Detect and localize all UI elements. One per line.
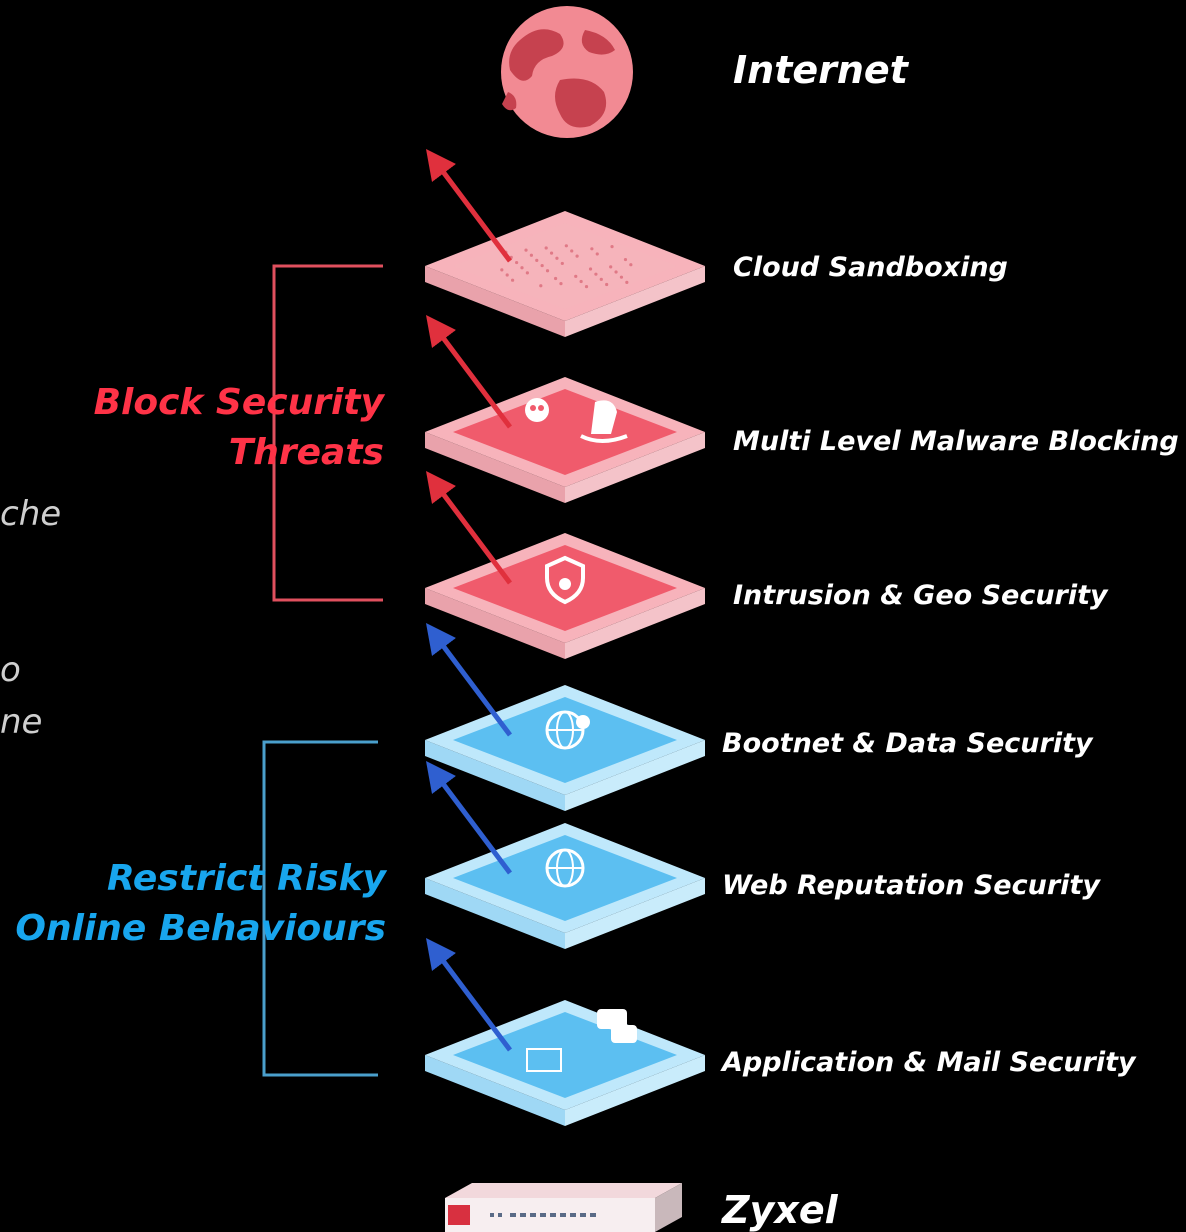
blocked-traffic-arrow bbox=[426, 149, 512, 263]
blocked-traffic-arrow bbox=[426, 315, 512, 429]
blocked-traffic-arrow bbox=[426, 471, 512, 585]
edge-text-fragment-3: ne bbox=[0, 702, 43, 742]
block-threats-line1: Block Security bbox=[93, 382, 384, 423]
block-threats-label: Block Security Threats bbox=[94, 378, 384, 478]
layer-label-malware-blocking: Multi Level Malware Blocking bbox=[733, 426, 1179, 457]
ftp-folder-chat-icon bbox=[526, 1009, 637, 1072]
layer-label-bootnet-data: Bootnet & Data Security bbox=[722, 728, 1093, 759]
block-group-bracket bbox=[272, 264, 383, 602]
restrict-behaviours-line2: Online Behaviours bbox=[15, 908, 386, 949]
block-threats-line2: Threats bbox=[228, 432, 384, 473]
layer-plate-6 bbox=[425, 938, 705, 1126]
layer-plate-1 bbox=[425, 149, 705, 337]
blocked-traffic-arrow bbox=[426, 761, 512, 875]
layer-label-application-mail: Application & Mail Security bbox=[722, 1047, 1136, 1078]
zyxel-label: Zyxel bbox=[722, 1188, 838, 1232]
zyxel-device-icon bbox=[445, 1183, 682, 1232]
globe-url-icon bbox=[545, 848, 585, 888]
layer-label-web-reputation: Web Reputation Security bbox=[722, 870, 1100, 901]
layer-label-intrusion-geo: Intrusion & Geo Security bbox=[733, 580, 1108, 611]
layer-plate-3 bbox=[425, 471, 705, 659]
edge-text-fragment-2: o bbox=[0, 650, 21, 690]
layer-plate-2 bbox=[425, 315, 705, 503]
skull-and-trojan-horse-icon bbox=[525, 398, 628, 443]
layer-label-cloud-sandboxing: Cloud Sandboxing bbox=[733, 252, 1008, 283]
internet-label: Internet bbox=[733, 48, 908, 92]
globe-location-icon bbox=[545, 710, 590, 750]
restrict-behaviours-label: Restrict Risky Online Behaviours bbox=[15, 854, 386, 954]
layer-plate-5 bbox=[425, 761, 705, 949]
edge-text-fragment-1: che bbox=[0, 494, 62, 534]
blocked-traffic-arrow bbox=[426, 938, 512, 1052]
shield-icon bbox=[545, 555, 585, 605]
blocked-traffic-arrow bbox=[426, 623, 512, 737]
restrict-behaviours-line1: Restrict Risky bbox=[106, 858, 386, 899]
globe-icon bbox=[501, 6, 633, 138]
layer-plate-4 bbox=[425, 623, 705, 811]
restrict-group-bracket bbox=[262, 740, 378, 1077]
